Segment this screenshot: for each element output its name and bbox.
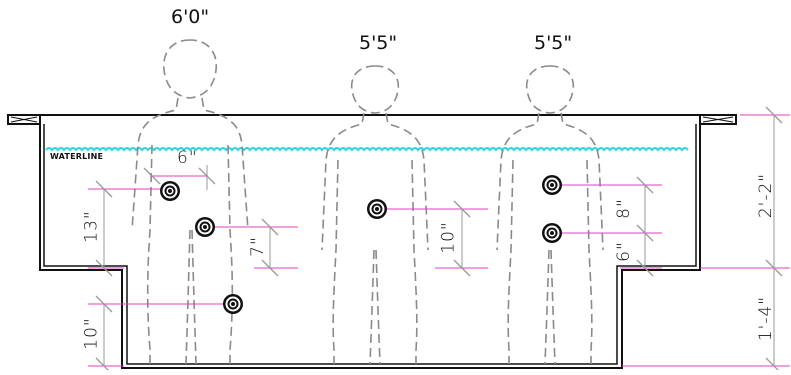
tick xyxy=(765,259,783,277)
dim-8-label: 8" xyxy=(613,198,634,219)
waterline-label: WATERLINE xyxy=(50,152,104,161)
jets xyxy=(160,175,562,314)
jet-6 xyxy=(223,294,243,314)
figure-person-1 xyxy=(131,39,249,365)
depth-lower-label: 1'-4" xyxy=(756,295,777,342)
pool-outline xyxy=(7,114,737,369)
pool-inner-wall xyxy=(43,124,697,365)
tick xyxy=(636,224,654,242)
figure-3-height: 5'5" xyxy=(534,32,573,54)
figure-1-height: 6'0" xyxy=(171,6,210,28)
tick xyxy=(261,218,279,236)
tick xyxy=(636,259,654,277)
figures xyxy=(131,39,604,365)
jet-1 xyxy=(160,181,180,201)
dim-6-right-label: 6" xyxy=(613,241,634,262)
tick xyxy=(95,259,113,277)
dimension-ticks xyxy=(95,106,783,375)
dim-10-left-label: 10" xyxy=(81,317,102,350)
pool-outer-wall xyxy=(39,115,701,369)
left-coping-hatch xyxy=(10,116,38,123)
tick xyxy=(453,259,471,277)
jet-2 xyxy=(195,217,215,237)
water-surface xyxy=(45,147,689,152)
dim-7-label: 7" xyxy=(247,236,268,257)
tick xyxy=(636,176,654,194)
tick xyxy=(453,200,471,218)
figure-person-3 xyxy=(496,65,604,365)
jet-5 xyxy=(542,223,562,243)
jet-4 xyxy=(542,175,562,195)
dim-6-top-label: 6" xyxy=(177,148,198,168)
dim-10-center-label: 10" xyxy=(438,221,459,254)
tick xyxy=(95,180,113,198)
figure-2-height: 5'5" xyxy=(359,32,398,54)
tick xyxy=(261,259,279,277)
depth-upper-label: 2'-2" xyxy=(756,172,777,219)
tick xyxy=(143,167,161,185)
tick xyxy=(765,106,783,124)
tick xyxy=(95,295,113,313)
figure-person-2 xyxy=(321,65,429,365)
tick xyxy=(198,167,216,185)
right-coping-hatch xyxy=(702,116,734,123)
dim-13-label: 13" xyxy=(81,210,102,243)
jet-3 xyxy=(367,199,387,219)
